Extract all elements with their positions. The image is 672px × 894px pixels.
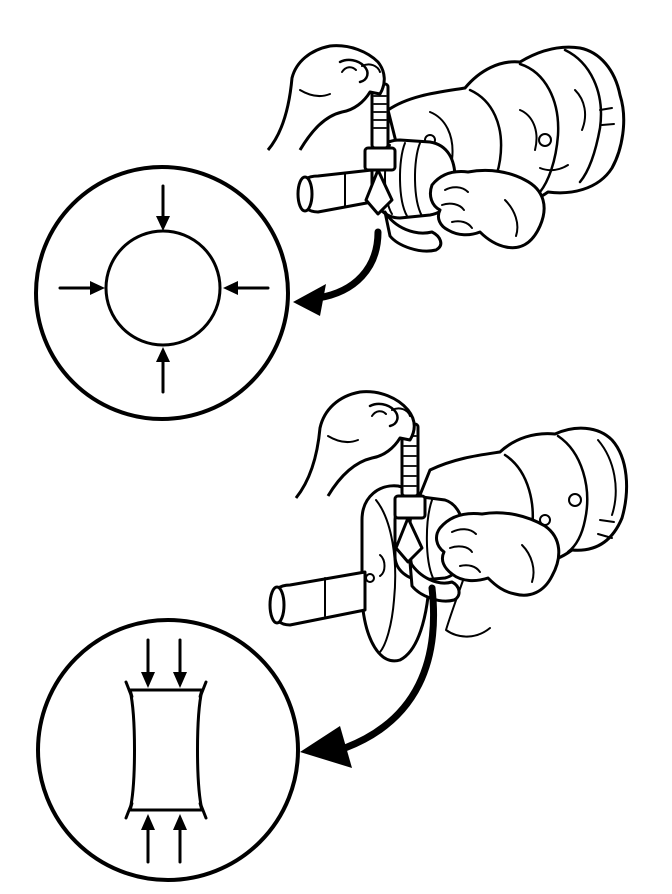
measurement-arrow-icon: [141, 638, 155, 688]
measurement-arrow-icon: [58, 281, 105, 295]
measurement-arrow-icon: [173, 638, 187, 688]
hand-icon: [294, 390, 416, 499]
measurement-arrow-icon: [141, 814, 155, 864]
hand-icon: [266, 44, 386, 151]
measurement-arrow-icon: [223, 281, 270, 295]
measurement-arrow-icon: [156, 184, 170, 231]
hand-icon: [428, 168, 546, 250]
callout-arrow-icon: [293, 228, 382, 316]
measurement-arrow-icon: [156, 347, 170, 394]
lower-panel: [36, 390, 629, 882]
callout-arrow-icon: [300, 584, 438, 768]
hand-icon: [435, 511, 561, 597]
detail-view-round-section: [34, 165, 290, 421]
measurement-arrow-icon: [173, 814, 187, 864]
detail-view-longitudinal-profile: [36, 618, 300, 882]
upper-panel: [34, 44, 626, 421]
micrometer-icon: [363, 82, 397, 216]
